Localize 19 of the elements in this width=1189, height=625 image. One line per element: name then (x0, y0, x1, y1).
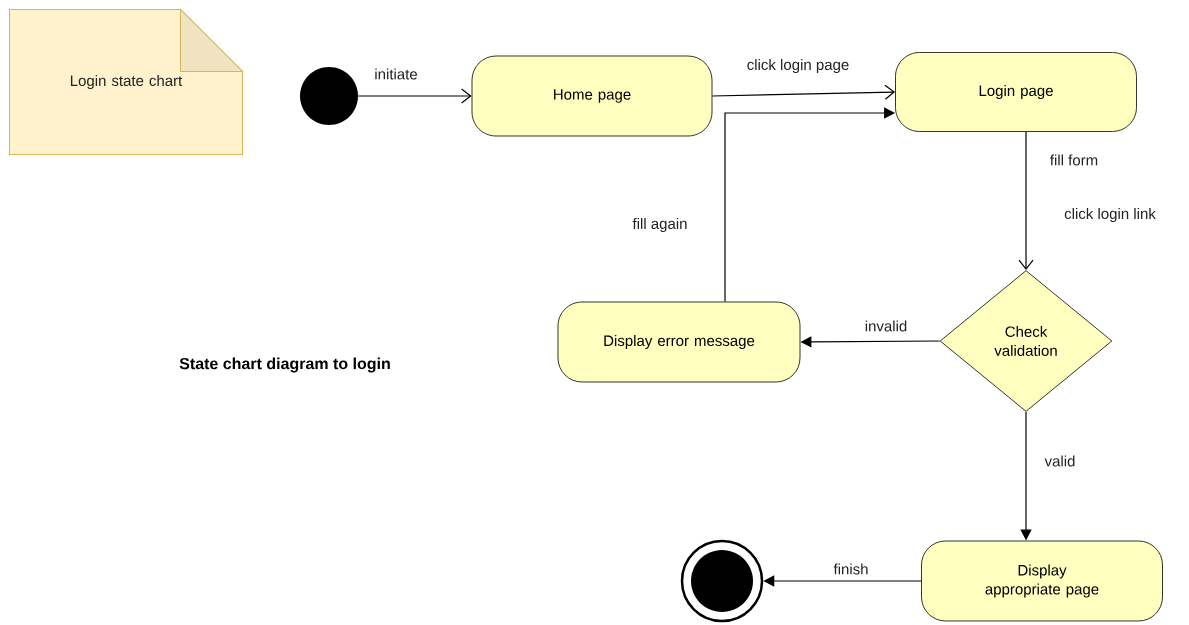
note: Login state chart (9, 9, 243, 155)
edge-label: fill form (1048, 153, 1100, 167)
initial-state (300, 67, 358, 125)
edge-label: fill again (631, 217, 689, 233)
edge-label: valid (1043, 454, 1077, 468)
state-box: Home page (471, 55, 713, 137)
arrow (1018, 131, 1034, 271)
edge-label: click login page (745, 58, 851, 74)
final-state (680, 539, 764, 623)
edge-label: invalid (863, 319, 909, 333)
arrow (711, 84, 896, 100)
title: State chart diagram to login (179, 357, 390, 373)
edge-label: initiate (373, 67, 419, 81)
state-box: Display appropriate page (921, 540, 1163, 622)
edge-label: finish (832, 562, 870, 576)
arrow (357, 88, 472, 104)
transition-label: click login link (1063, 207, 1157, 223)
state-box: Display error message (557, 301, 801, 383)
state-box: Login page (895, 52, 1137, 132)
